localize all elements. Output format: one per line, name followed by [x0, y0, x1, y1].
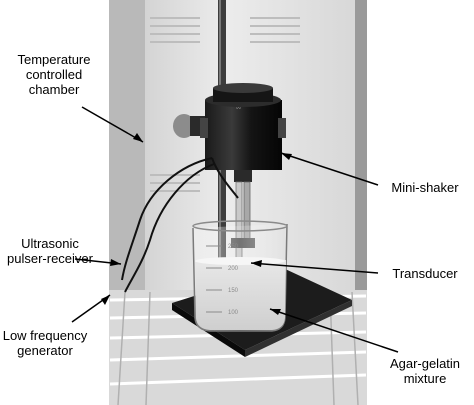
beaker-mark: 150 — [228, 288, 239, 294]
chamber-arrow — [81, 106, 144, 143]
generator-cable — [124, 163, 215, 293]
svg-text:〰: 〰 — [236, 106, 241, 112]
beaker-mark: 200 — [228, 266, 239, 272]
chamber-vents — [150, 17, 300, 192]
beaker-mark: 250 — [228, 244, 239, 250]
clamp-knob — [173, 114, 195, 138]
mixture-arrow — [269, 308, 399, 353]
transducer-arrow — [250, 262, 379, 274]
agar-gelatin-mixture — [195, 258, 286, 330]
label-transducer: Transducer — [392, 266, 458, 281]
mini-shaker — [205, 100, 282, 170]
beaker-mark: 100 — [228, 310, 239, 316]
label-mini-shaker: Mini-shaker — [391, 180, 459, 195]
annotation-arrows — [71, 106, 399, 353]
pulser-receiver-cable — [121, 157, 213, 281]
cables — [121, 157, 239, 293]
chamber-side-wall — [109, 0, 145, 330]
label-temperature-controlled-chamber: Temperature controlled chamber — [17, 52, 91, 97]
shaker-arrow — [280, 152, 379, 186]
beaker-graduations — [206, 245, 222, 313]
label-low-frequency-generator: Low frequency generator — [2, 328, 88, 358]
label-ultrasonic-pulser-receiver: Ultrasonic pulser-receiver — [7, 236, 93, 266]
label-agar-gelatin-mixture: Agar-gelatin mixture — [389, 356, 461, 386]
